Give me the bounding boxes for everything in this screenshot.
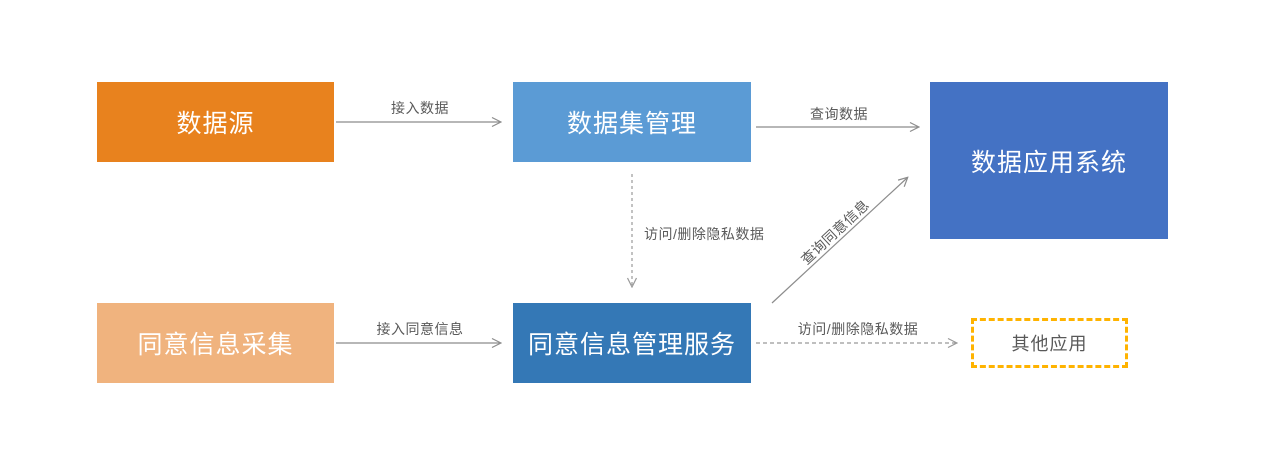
node-dataset-management: 数据集管理 (513, 82, 751, 162)
node-data-application-system-label: 数据应用系统 (970, 148, 1127, 177)
edge-label-query-data: 查询数据 (810, 106, 868, 122)
node-data-source: 数据源 (97, 82, 334, 162)
edge-query-consent-line (771, 178, 907, 304)
node-other-applications-label: 其他应用 (1011, 334, 1088, 354)
edge-label-access-delete-privacy-down: 访问/删除隐私数据 (644, 226, 765, 242)
node-consent-management-service-label: 同意信息管理服务 (527, 331, 736, 359)
node-consent-collection: 同意信息采集 (97, 303, 334, 383)
node-dataset-management-label: 数据集管理 (566, 110, 697, 138)
node-data-application-system: 数据应用系统 (930, 82, 1168, 239)
node-other-applications: 其他应用 (971, 318, 1128, 368)
edge-label-access-consent: 接入同意信息 (376, 321, 464, 337)
node-consent-collection-label: 同意信息采集 (137, 331, 294, 359)
edge-label-access-delete-privacy-right: 访问/删除隐私数据 (797, 321, 919, 337)
node-consent-management-service: 同意信息管理服务 (513, 303, 751, 383)
edge-label-access-data: 接入数据 (391, 100, 449, 116)
node-data-source-label: 数据源 (176, 110, 255, 138)
